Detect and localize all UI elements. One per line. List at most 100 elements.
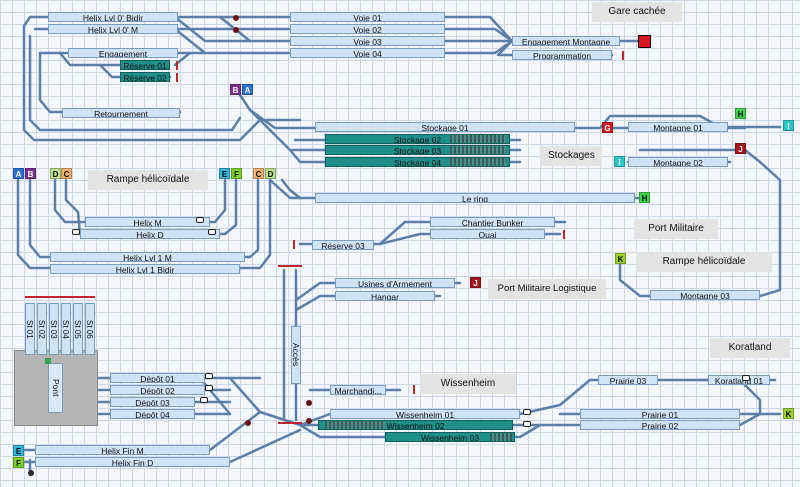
block-voie-04[interactable]: Voie 04 — [290, 48, 445, 58]
block-helix-lvl0-m[interactable]: Helix Lvl 0' M — [48, 24, 178, 34]
connector-tag-d-left[interactable]: D — [50, 168, 61, 179]
block-voie-03[interactable]: Voie 03 — [290, 36, 445, 46]
siding-st-05[interactable]: St 05 — [73, 303, 83, 355]
signal-light-icon — [306, 418, 312, 424]
block-stockage-04[interactable]: Stockage 04 — [325, 157, 510, 167]
connector-tag-j-right[interactable]: J — [735, 143, 746, 154]
train-marker — [450, 135, 506, 143]
connector-tag-e-mid[interactable]: E — [219, 168, 230, 179]
siding-st-06[interactable]: St 06 — [85, 303, 95, 355]
block-quai[interactable]: Quai — [430, 229, 545, 239]
buffer-stop — [278, 265, 302, 267]
connector-tag-k-left[interactable]: K — [615, 253, 626, 264]
siding-st-04[interactable]: St 04 — [61, 303, 71, 355]
block-pont[interactable]: Pont — [48, 363, 63, 413]
buffer-stop — [176, 73, 178, 82]
block-depot-01[interactable]: Dépôt 01 — [110, 373, 205, 383]
connector-tag-h-right[interactable]: H — [735, 108, 746, 119]
connector-tag-f-mid[interactable]: F — [231, 168, 242, 179]
buffer-stop — [563, 230, 565, 239]
block-depot-04[interactable]: Dépôt 04 — [110, 409, 195, 419]
signal-icon — [523, 421, 531, 427]
connector-tag-d-mid[interactable]: D — [265, 168, 276, 179]
siding-st-02[interactable]: St 02 — [37, 303, 47, 355]
signal-icon — [200, 397, 208, 403]
connector-tag-g[interactable]: G — [602, 122, 613, 133]
block-helix-lvl1-bidir[interactable]: Helix Lvl 1 Bidir — [50, 264, 240, 274]
block-prairie-01[interactable]: Prairie 01 — [580, 409, 740, 419]
station-marker-montagne[interactable] — [638, 35, 651, 48]
buffer-stop — [176, 61, 178, 70]
block-helix-m[interactable]: Helix M — [85, 217, 210, 227]
signal-light-icon — [45, 358, 51, 364]
label-gare-cachee: Gare cachée — [592, 2, 682, 22]
connector-tag-c-left[interactable]: C — [61, 168, 72, 179]
buffer-stop — [278, 422, 302, 424]
connector-tag-i-left[interactable]: I — [614, 156, 625, 167]
signal-icon — [205, 385, 213, 391]
connector-tag-f-bottom[interactable]: F — [13, 457, 24, 468]
block-engagement[interactable]: Engagement — [68, 48, 178, 58]
block-stockage-01[interactable]: Stockage 01 — [315, 122, 575, 132]
block-wissenheim-03[interactable]: Wissenheim 03 — [385, 432, 515, 442]
block-montagne-02[interactable]: Montagne 02 — [628, 157, 728, 167]
block-stockage-02[interactable]: Stockage 02 — [325, 134, 510, 144]
siding-st-01[interactable]: St 01 — [25, 303, 35, 355]
block-koratland-01[interactable]: Koratland 01 — [708, 375, 770, 385]
connector-tag-a-top[interactable]: A — [242, 84, 253, 95]
buffer-stop — [413, 385, 415, 394]
signal-icon — [205, 373, 213, 379]
signal-light-icon — [245, 420, 251, 426]
connector-tag-b-top[interactable]: B — [230, 84, 241, 95]
block-montagne-01[interactable]: Montagne 01 — [628, 122, 728, 132]
signal-icon — [196, 217, 204, 223]
block-hangar[interactable]: Hangar — [335, 291, 435, 301]
connector-tag-e-bottom[interactable]: E — [13, 445, 24, 456]
label-port-militaire: Port Militaire — [634, 219, 718, 239]
block-le-ring[interactable]: Le ring — [315, 193, 635, 203]
block-depot-03[interactable]: Dépôt 03 — [110, 397, 195, 407]
block-reserve-03[interactable]: Réserve 03 — [312, 240, 374, 250]
block-retournement[interactable]: Retournement — [62, 108, 180, 118]
connector-tag-k-right[interactable]: K — [783, 408, 794, 419]
block-reserve-02[interactable]: Réserve 02 — [120, 72, 170, 82]
block-stockage-03[interactable]: Stockage 03 — [325, 145, 510, 155]
connector-tag-h-ring[interactable]: H — [639, 192, 650, 203]
block-helix-d[interactable]: Helix D — [80, 229, 220, 239]
buffer-stop — [622, 51, 624, 60]
block-depot-02[interactable]: Dépôt 02 — [110, 385, 205, 395]
label-port-militaire-logistique: Port Militaire Logistique — [488, 279, 606, 299]
siding-st-03[interactable]: St 03 — [49, 303, 59, 355]
block-chantier-bunker[interactable]: Chantier Bunker — [430, 217, 555, 227]
signal-icon — [208, 229, 216, 235]
block-helix-lvl0-bidir[interactable]: Helix Lvl 0' Bidir — [48, 12, 178, 22]
block-prairie-03[interactable]: Prairie 03 — [598, 375, 658, 385]
connector-tag-i-right[interactable]: I — [783, 120, 794, 131]
connector-tag-b-left[interactable]: B — [25, 168, 36, 179]
label-wissenheim: Wissenheim — [420, 374, 516, 394]
block-marchandi[interactable]: Marchandi... — [330, 385, 386, 395]
signal-light-icon — [28, 470, 34, 476]
block-helix-fin-m[interactable]: Helix Fin M — [35, 445, 210, 455]
buffer-stop — [293, 240, 295, 249]
block-programmation[interactable]: Programmation — [512, 50, 612, 60]
label-stockages: Stockages — [540, 146, 602, 166]
block-montagne-03[interactable]: Montagne 03 — [650, 290, 760, 300]
block-wissenheim-01[interactable]: Wissenheim 01 — [330, 409, 520, 419]
block-engagement-montagne[interactable]: Engagement Montagne — [512, 36, 620, 46]
block-acces[interactable]: Accès — [291, 326, 301, 384]
connector-tag-a-left[interactable]: A — [13, 168, 24, 179]
block-helix-fin-d[interactable]: Helix Fin D — [35, 457, 230, 467]
label-koratland: Koratland — [710, 338, 790, 358]
signal-light-icon — [306, 400, 312, 406]
block-helix-lvl1-m[interactable]: Helix Lvl 1 M — [50, 252, 245, 262]
connector-tag-j-logistique[interactable]: J — [470, 277, 481, 288]
label-rampe-helicoidale-1: Rampe hélicoïdale — [88, 170, 208, 190]
connector-tag-c-mid[interactable]: C — [253, 168, 264, 179]
block-voie-01[interactable]: Voie 01 — [290, 12, 445, 22]
block-reserve-01[interactable]: Réserve 01 — [120, 60, 170, 70]
block-usines-armement[interactable]: Usines d'Armement — [335, 278, 455, 288]
block-prairie-02[interactable]: Prairie 02 — [580, 420, 740, 430]
block-wissenheim-02[interactable]: Wissenheim 02 — [318, 420, 513, 430]
block-voie-02[interactable]: Voie 02 — [290, 24, 445, 34]
